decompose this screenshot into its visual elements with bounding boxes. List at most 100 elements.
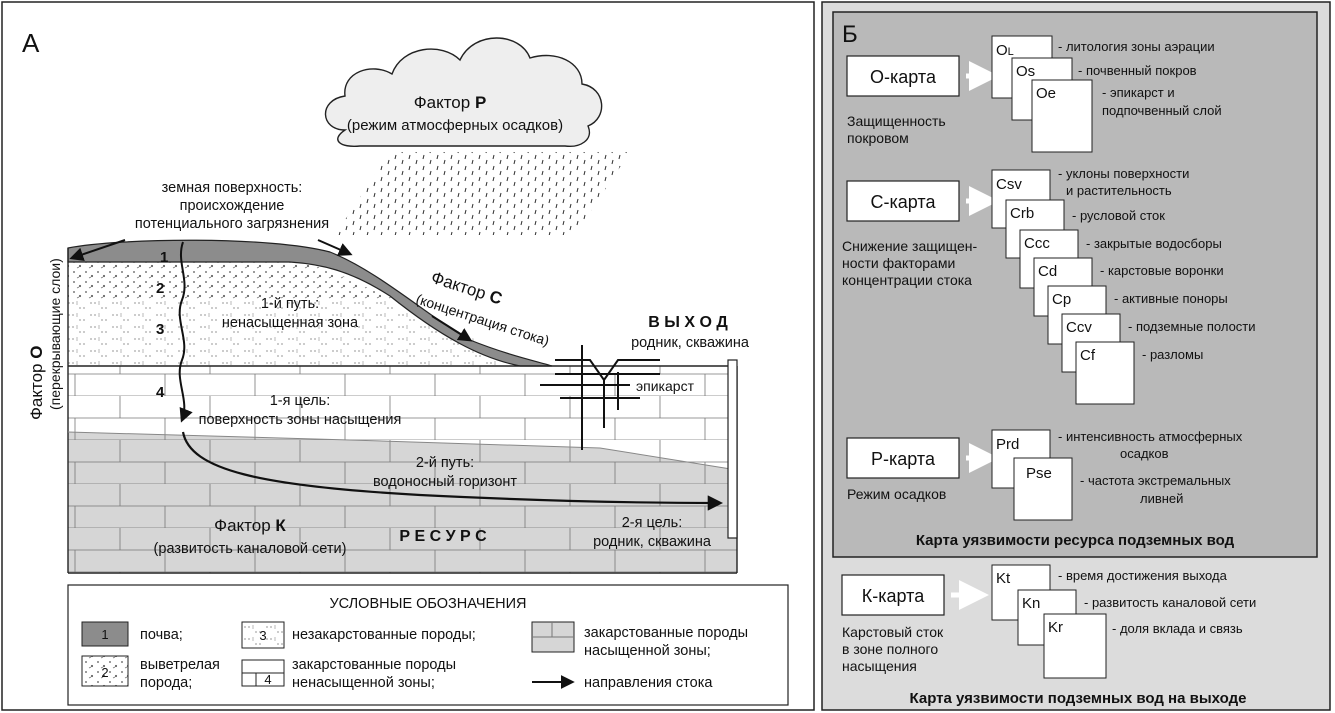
- path2-line1: 2-й путь:: [416, 455, 474, 471]
- panel-a-label: А: [22, 28, 40, 58]
- layer-number-4: 4: [156, 384, 165, 401]
- o-desc-3b: подпочвенный слой: [1102, 103, 1222, 118]
- k-map-caption-2: в зоне полного: [842, 641, 938, 657]
- path1-line2: ненасыщенная зона: [222, 315, 359, 331]
- sinkhole-icon: [540, 345, 700, 450]
- o-desc-3a: - эпикарст и: [1102, 85, 1175, 100]
- legend-text-unsaturated-1: закарстованные породы: [292, 657, 456, 673]
- surface-note-line3: потенциального загрязнения: [135, 216, 329, 232]
- legend-num-1: 1: [101, 627, 108, 642]
- factor-k-subtitle: (развитость каналовой сети): [154, 541, 347, 557]
- legend-swatch-weathered: [81, 655, 129, 687]
- card-os: Os: [1016, 63, 1035, 80]
- o-map-caption-2: покровом: [847, 130, 909, 146]
- c-desc-5: - активные поноры: [1114, 291, 1228, 306]
- c-map-cards: Csv Crb Ccc Cd Cp Ccv Cf: [991, 169, 1135, 405]
- legend-swatch-saturated: [531, 621, 575, 653]
- legend-text-unsaturated-2: ненасыщенной зоны;: [292, 675, 435, 691]
- c-desc-6: - подземные полости: [1128, 319, 1256, 334]
- card-crb: Crb: [1010, 205, 1034, 222]
- c-map-box: [846, 180, 960, 222]
- card-ccv: Ccv: [1066, 319, 1092, 336]
- cloud-icon: [324, 37, 603, 147]
- well-icon: [727, 359, 738, 539]
- panel-a-diagram: А Фактор P (режим атмосферных осадков) з…: [1, 1, 815, 711]
- card-pse: Pse: [1026, 465, 1052, 482]
- k-desc-1: - время достижения выхода: [1058, 568, 1228, 583]
- factor-p-title: Фактор P: [414, 93, 487, 112]
- o-desc-2: - почвенный покров: [1078, 63, 1197, 78]
- card-ol: OL: [996, 42, 1014, 59]
- o-desc-1: - литология зоны аэрации: [1058, 39, 1215, 54]
- card-cd: Cd: [1038, 263, 1057, 280]
- legend-text-weathered-1: выветрелая: [140, 657, 220, 673]
- legend-text-soil: почва;: [140, 627, 183, 643]
- card-cf: Cf: [1080, 347, 1096, 364]
- c-map-title: С-карта: [871, 192, 937, 212]
- legend-text-weathered-2: порода;: [140, 675, 192, 691]
- k-map-caption-1: Карстовый сток: [842, 624, 944, 640]
- panel-b-diagram: Б О-карта Защищенность покровом OL Os Oe…: [821, 1, 1331, 711]
- p-map-title: P-карта: [871, 449, 936, 469]
- card-kt: Kt: [996, 570, 1011, 587]
- epikarst-label-bg: [630, 377, 700, 395]
- flow-arrow-right: [317, 239, 353, 256]
- factor-o-title: Фактор О: [27, 346, 46, 420]
- c-desc-4: - карстовые воронки: [1100, 263, 1224, 278]
- p-map-box: [846, 437, 960, 479]
- card-csv: Csv: [996, 176, 1022, 193]
- legend-num-4: 4: [264, 672, 271, 687]
- k-map-caption-3: насыщения: [842, 658, 917, 674]
- card-prd: Prd: [996, 436, 1019, 453]
- card-kr: Kr: [1048, 619, 1063, 636]
- c-desc-7: - разломы: [1142, 347, 1203, 362]
- target1-line1: 1-я цель:: [270, 393, 331, 409]
- p-desc-2b: ливней: [1140, 491, 1183, 506]
- infiltration-arrow: [178, 241, 193, 423]
- legend-text-saturated-2: насыщенной зоны;: [584, 643, 711, 659]
- o-map-cards: OL Os Oe: [991, 35, 1093, 153]
- p-map-caption: Режим осадков: [847, 486, 946, 502]
- c-map-caption-2: ности факторами: [842, 255, 955, 271]
- card-oe: Oe: [1036, 85, 1056, 102]
- legend-title: УСЛОВНЫЕ ОБОЗНАЧЕНИЯ: [329, 596, 526, 612]
- card-cp: Cp: [1052, 291, 1071, 308]
- layer-number-2: 2: [156, 280, 164, 297]
- geologic-section: [67, 239, 738, 574]
- c-map-caption-3: концентрации стока: [842, 272, 972, 288]
- legend-text-flow: направления стока: [584, 675, 713, 691]
- legend-swatch-soil: [81, 621, 129, 647]
- factor-k-title: Фактор К: [214, 516, 286, 535]
- p-map-cards: Prd Pse: [991, 429, 1073, 521]
- legend-swatch-unsaturated: [241, 659, 285, 687]
- epikarst-label: эпикарст: [636, 378, 695, 394]
- legend: УСЛОВНЫЕ ОБОЗНАЧЕНИЯ 1 почва; 2 выветрел…: [67, 584, 789, 706]
- layer-number-1: 1: [160, 249, 168, 266]
- exit-subtitle: родник, скважина: [631, 335, 750, 351]
- exit-map-title: Карта уязвимости подземных вод на выходе: [910, 690, 1247, 707]
- exit-title: В Ы Х О Д: [648, 314, 728, 331]
- card-kn: Kn: [1022, 595, 1040, 612]
- target2-line2: родник, скважина: [593, 534, 712, 550]
- rain-icon: [335, 152, 630, 235]
- card-ccc: Ccc: [1024, 235, 1050, 252]
- panel-b-label: Б: [842, 21, 858, 48]
- target1-line2: поверхность зоны насыщения: [199, 412, 402, 428]
- factor-o-subtitle: (перекрывающие слои): [47, 258, 63, 410]
- legend-swatch-nonkarst: [241, 621, 285, 649]
- k-desc-2: - развитость каналовой сети: [1084, 595, 1256, 610]
- legend-text-saturated-1: закарстованные породы: [584, 625, 748, 641]
- resource-map-title: Карта уязвимости ресурса подземных вод: [916, 532, 1235, 549]
- c-desc-3: - закрытые водосборы: [1086, 236, 1222, 251]
- k-map-box: [841, 574, 945, 616]
- p-desc-2a: - частота экстремальных: [1080, 473, 1231, 488]
- c-desc-1b: и растительность: [1066, 183, 1172, 198]
- aquifer-flow-arrow: [181, 431, 724, 511]
- path2-line2: водоносный горизонт: [373, 474, 517, 490]
- layer-number-3: 3: [156, 321, 164, 338]
- path1-line1: 1-й путь:: [261, 296, 319, 312]
- legend-text-nonkarst: незакарстованные породы;: [292, 627, 476, 643]
- legend-num-3: 3: [259, 628, 266, 643]
- c-map-caption-1: Снижение защищен-: [842, 238, 977, 254]
- target2-line1: 2-я цель:: [622, 515, 683, 531]
